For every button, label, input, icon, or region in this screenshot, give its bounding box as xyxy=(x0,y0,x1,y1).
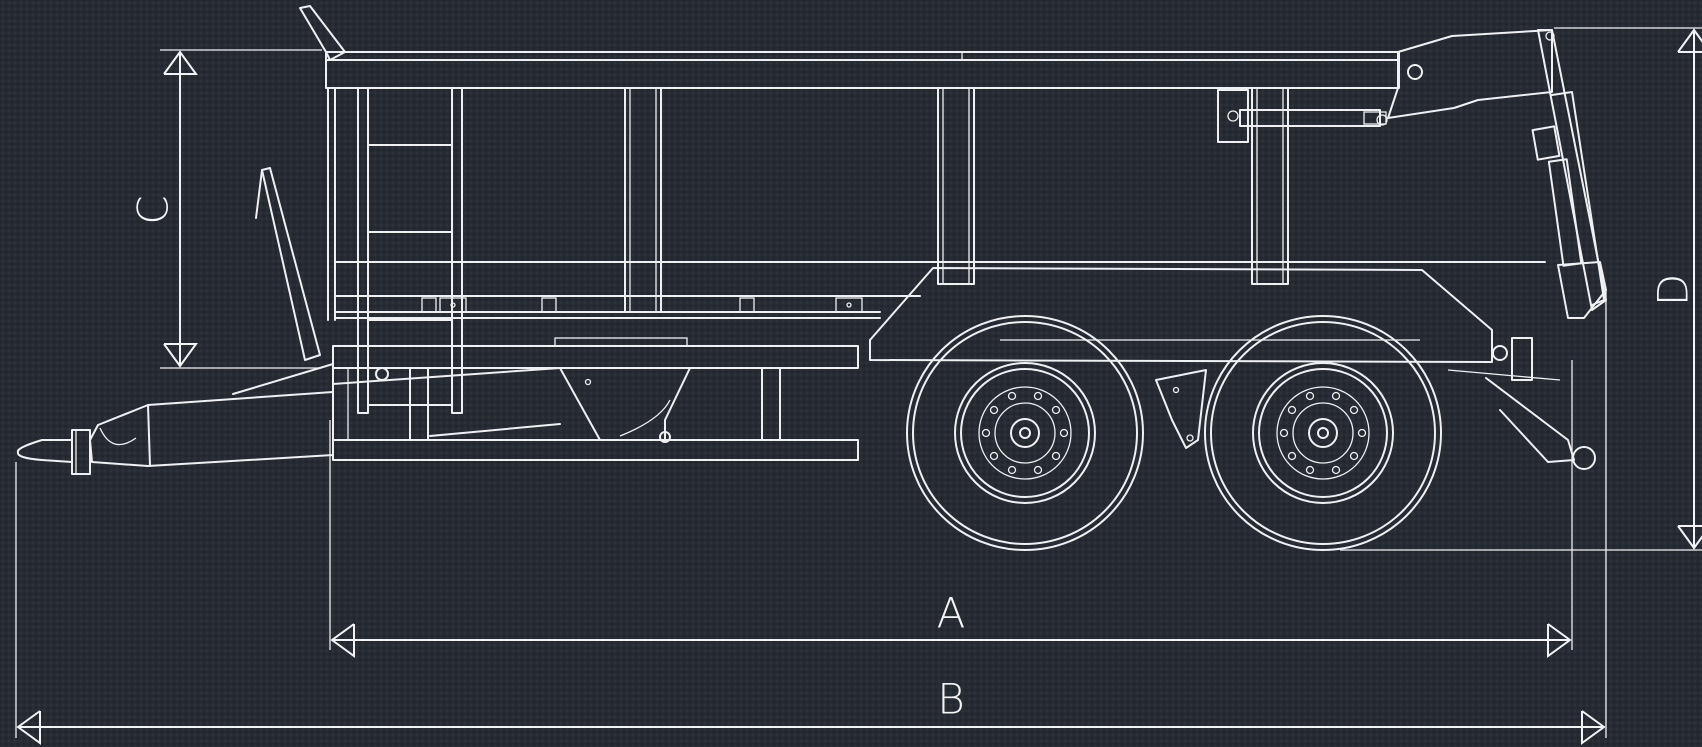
extension-lines xyxy=(15,27,1702,738)
dimension-a xyxy=(330,623,1572,658)
tipper-body xyxy=(325,51,1546,321)
dimension-label-d: D xyxy=(1649,274,1698,306)
access-ladder xyxy=(357,87,463,414)
rear-wheel xyxy=(1204,315,1442,551)
dimension-c xyxy=(163,50,198,368)
dimension-b xyxy=(16,710,1606,745)
rear-lift-arm xyxy=(1239,29,1607,319)
dimension-d xyxy=(1677,28,1702,550)
front-top-stay xyxy=(299,5,346,61)
dimension-label-a: A xyxy=(937,589,966,638)
dimension-label-c: C xyxy=(129,195,178,224)
front-wheel xyxy=(906,315,1144,551)
dimension-label-b: B xyxy=(937,675,965,724)
chassis xyxy=(16,167,1596,475)
